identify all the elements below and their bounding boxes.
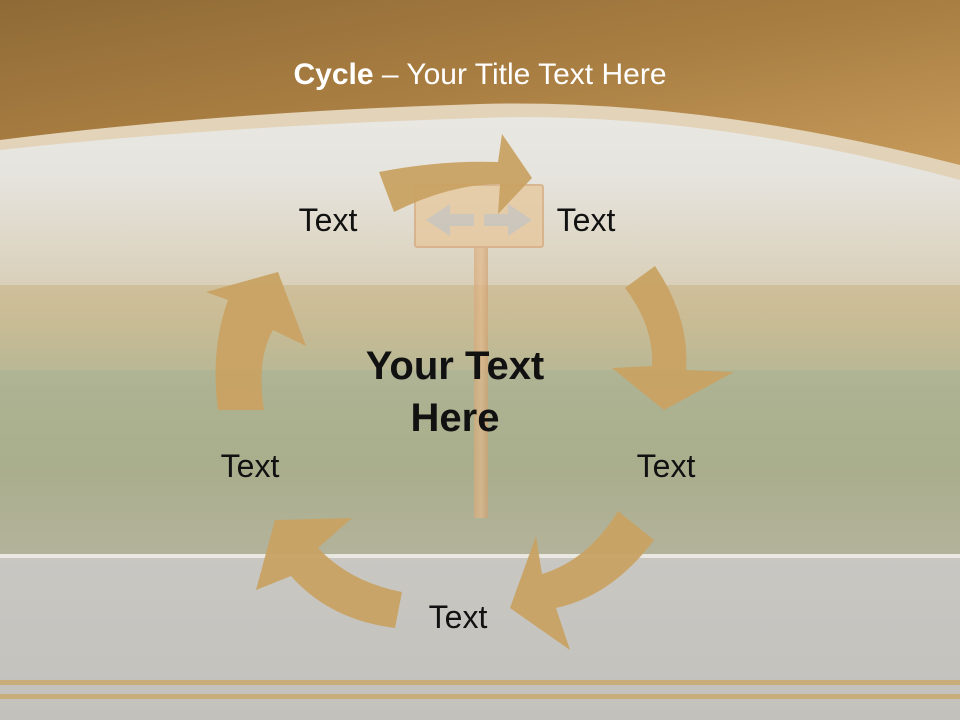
node-label-top-left: Text <box>298 202 358 238</box>
road-line-yellow <box>0 694 960 699</box>
title-bold: Cycle <box>293 58 374 91</box>
center-text-line1: Your Text <box>365 344 545 388</box>
background-road <box>0 555 960 720</box>
title-rest: – Your Title Text Here <box>373 58 667 91</box>
sign-arrows-icon <box>426 204 532 236</box>
road-line-yellow <box>0 680 960 685</box>
sign-post <box>474 248 488 518</box>
cycle-arrow-top <box>379 134 532 214</box>
node-label-top-right: Text <box>556 202 616 238</box>
cycle-arrow-bottom-left <box>256 518 402 628</box>
slide-title: Cycle – Your Title Text Here <box>0 55 960 95</box>
cycle-arrow-right <box>612 266 734 410</box>
header-dark-curve <box>0 0 960 165</box>
node-label-bottom: Text <box>428 599 488 635</box>
center-text-line2: Here <box>410 396 500 440</box>
cycle-arrow-left <box>206 272 306 410</box>
node-label-right: Text <box>636 448 696 484</box>
road-line-white <box>0 554 960 558</box>
center-text: Your Text Here <box>330 340 580 444</box>
header-band <box>0 0 960 180</box>
node-label-left: Text <box>220 448 280 484</box>
cycle-arrow-bottom-right <box>510 511 654 650</box>
